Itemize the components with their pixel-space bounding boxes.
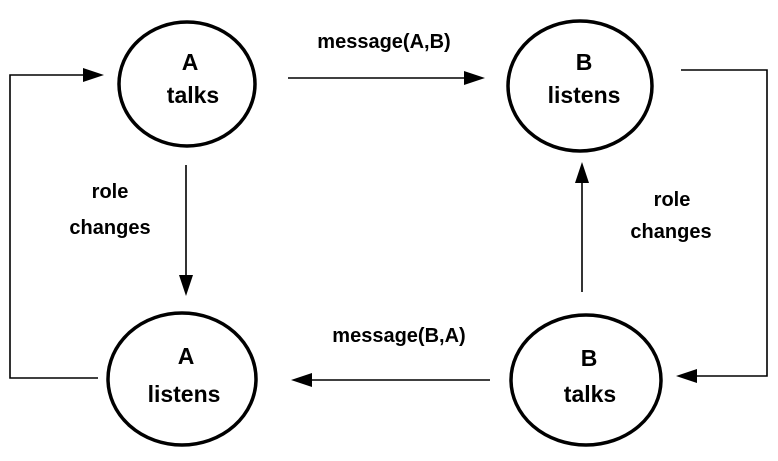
edge-message-ba-label: message(B,A) — [332, 325, 465, 347]
edge-role-change-a-line2: changes — [69, 217, 150, 239]
node-a-listens-circle — [106, 311, 258, 447]
node-b-listens-line1: B — [576, 49, 593, 75]
edge-loop-left — [9, 68, 104, 379]
node-b-listens-line2: listens — [548, 82, 621, 108]
edge-loop-left-arrowhead — [83, 68, 104, 82]
node-b-talks-line2: talks — [564, 381, 616, 407]
edge-message-ba: message(B,A) — [291, 325, 490, 387]
edge-role-change-b-line1: role — [654, 189, 691, 211]
edge-loop-right-arrowhead — [676, 369, 697, 383]
edge-message-ab-arrowhead — [464, 71, 485, 85]
node-a-talks-line1: A — [182, 49, 199, 75]
edge-role-change-a: role changes — [69, 165, 193, 296]
node-b-talks: B talks — [509, 313, 663, 447]
node-a-listens-line1: A — [178, 343, 195, 369]
edge-loop-right — [676, 69, 768, 383]
edge-message-ab: message(A,B) — [288, 31, 485, 85]
node-b-talks-line1: B — [581, 345, 598, 371]
edge-message-ba-arrowhead — [291, 373, 312, 387]
edge-role-change-b-arrowhead — [575, 162, 589, 183]
node-a-listens-line2: listens — [148, 381, 221, 407]
node-b-listens-circle — [506, 19, 654, 153]
edge-role-change-b-line2: changes — [630, 221, 711, 243]
node-a-talks-line2: talks — [167, 82, 219, 108]
node-a-talks: A talks — [117, 20, 257, 148]
node-b-talks-circle — [509, 313, 663, 447]
node-a-talks-circle — [117, 20, 257, 148]
edge-role-change-a-line1: role — [92, 181, 129, 203]
node-b-listens: B listens — [506, 19, 654, 153]
edge-role-change-b: role changes — [575, 162, 712, 292]
edge-role-change-a-arrowhead — [179, 275, 193, 296]
edge-loop-left-line — [9, 74, 98, 379]
edge-loop-right-line — [681, 69, 768, 377]
node-a-listens: A listens — [106, 311, 258, 447]
edge-message-ab-label: message(A,B) — [317, 31, 450, 53]
